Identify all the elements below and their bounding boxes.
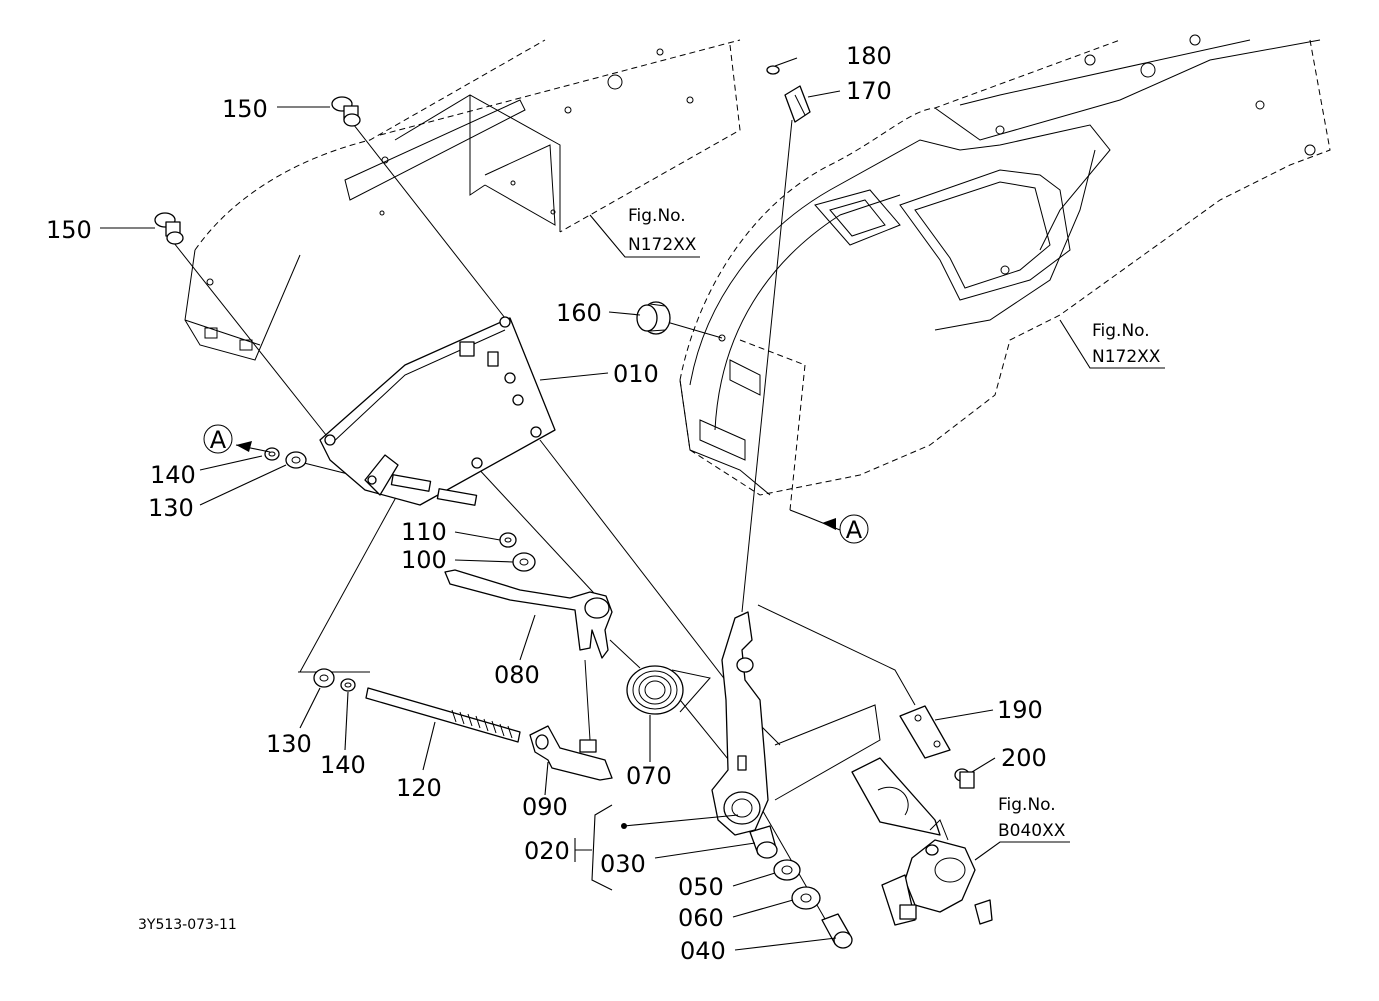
svg-text:A: A — [210, 426, 227, 454]
bolt-150-lower — [154, 212, 184, 245]
lever-grip-170 — [784, 85, 811, 123]
label-180: 180 — [846, 42, 892, 70]
label-050: 050 — [678, 873, 724, 901]
figure-reference-n172xx-left: Fig.No. N172XX — [628, 206, 697, 255]
label-140-upper: 140 — [150, 461, 196, 489]
pin-040 — [821, 913, 853, 949]
arrow-head-a2 — [822, 518, 836, 530]
label-070: 070 — [626, 762, 672, 790]
lever-080 — [444, 569, 613, 659]
bracket-190 — [851, 705, 951, 836]
bolt-150-upper — [331, 96, 361, 127]
svg-text:A: A — [846, 516, 863, 544]
clip-140-upper — [264, 447, 280, 461]
svg-text:Fig.No.: Fig.No. — [1092, 321, 1150, 341]
label-060: 060 — [678, 904, 724, 932]
label-110: 110 — [401, 518, 447, 546]
knob-160 — [636, 301, 671, 335]
figure-reference-b040xx: Fig.No. B040XX — [998, 795, 1066, 841]
label-160: 160 — [556, 299, 602, 327]
washer-050 — [773, 859, 801, 881]
assembly-center-lines — [169, 119, 916, 946]
threaded-rod-120 — [365, 687, 521, 743]
label-150-lower: 150 — [46, 216, 92, 244]
clevis-090 — [529, 725, 613, 781]
label-100: 100 — [401, 546, 447, 574]
bullet-dot — [621, 823, 627, 829]
svg-text:N172XX: N172XX — [1092, 347, 1161, 367]
label-020: 020 — [524, 837, 570, 865]
arrow-head-a1 — [236, 441, 252, 452]
reference-marker-a-right: A — [839, 514, 869, 544]
bushing-030 — [749, 825, 778, 859]
bracket-plate-010 — [319, 316, 556, 506]
drawing-code: 3Y513-073-11 — [138, 917, 237, 933]
switch-assembly — [881, 819, 993, 926]
label-190: 190 — [997, 696, 1043, 724]
reference-marker-a-left: A — [203, 424, 233, 454]
label-120: 120 — [396, 774, 442, 802]
label-140-lower: 140 — [320, 751, 366, 779]
label-leaders — [100, 57, 1165, 951]
label-170: 170 — [846, 77, 892, 105]
washer-130-lower — [313, 668, 335, 688]
label-150-upper: 150 — [222, 95, 268, 123]
label-090: 090 — [522, 793, 568, 821]
label-010: 010 — [613, 360, 659, 388]
lever-arm-020 — [711, 611, 769, 836]
left-frame-outline — [184, 39, 741, 361]
washer-130-upper — [285, 451, 307, 469]
label-080: 080 — [494, 661, 540, 689]
label-030: 030 — [600, 850, 646, 878]
label-200: 200 — [1001, 744, 1047, 772]
figure-reference-n172xx-right: Fig.No. N172XX — [1092, 321, 1161, 367]
clip-110 — [499, 532, 517, 548]
dashboard-housing — [679, 34, 1331, 496]
svg-text:Fig.No.: Fig.No. — [628, 206, 686, 226]
svg-text:N172XX: N172XX — [628, 235, 697, 255]
part-labels: 150 150 180 170 160 010 140 130 110 100 … — [46, 42, 1047, 965]
svg-text:Fig.No.: Fig.No. — [998, 795, 1056, 815]
label-040: 040 — [680, 937, 726, 965]
label-130-lower: 130 — [266, 730, 312, 758]
bolt-200 — [954, 768, 975, 789]
spring-070 — [609, 639, 711, 715]
clip-140-lower — [340, 678, 356, 692]
svg-text:B040XX: B040XX — [998, 821, 1066, 841]
washer-100 — [512, 552, 536, 572]
screw-180 — [766, 65, 780, 75]
washer-060 — [791, 886, 821, 910]
label-130-upper: 130 — [148, 494, 194, 522]
